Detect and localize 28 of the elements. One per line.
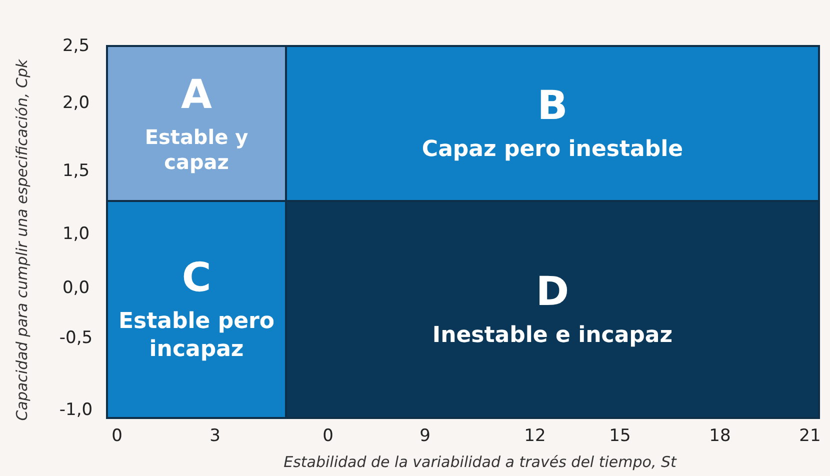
quadrant-letter: A [181, 72, 212, 116]
quadrant-box [108, 202, 285, 417]
y-tick-label: 1,0 [62, 224, 90, 244]
quadrant-letter: C [182, 256, 212, 300]
x-tick-label: 9 [420, 426, 430, 446]
x-tick-label: 0 [322, 426, 334, 446]
quadrant-label: Estable y capaz [144, 124, 250, 174]
x-tick-label: 21 [799, 426, 821, 446]
y-tick-label: -1,0 [59, 400, 93, 420]
y-tick-label: 0,0 [62, 278, 90, 298]
y-tick-label: 2,5 [62, 36, 90, 56]
y-tick-label: -0,5 [59, 328, 93, 348]
x-axis-title: Estabilidad de la variabilidad a través del tiempo, St [284, 453, 676, 471]
quadrant-box [287, 47, 818, 200]
quadrant-letter: D [536, 270, 570, 314]
x-tick-label: 0 [112, 426, 122, 446]
quadrant-box [108, 47, 285, 200]
x-tick-label: 3 [210, 426, 220, 446]
quadrant-label: Inestable e incapaz [431, 322, 674, 350]
x-tick-label: 18 [709, 426, 731, 446]
x-tick-label: 15 [609, 426, 631, 446]
y-tick-label: 1,5 [62, 161, 90, 181]
quadrant-letter: B [537, 84, 568, 128]
y-tick-label: 2,0 [62, 93, 90, 113]
y-axis-title: Capacidad para cumplir una especificación, Cpk [13, 59, 31, 421]
quadrant-label: Capaz pero inestable [420, 136, 684, 164]
quadrant-label: Estable pero incapaz [118, 308, 276, 363]
x-tick-label: 12 [524, 426, 546, 446]
